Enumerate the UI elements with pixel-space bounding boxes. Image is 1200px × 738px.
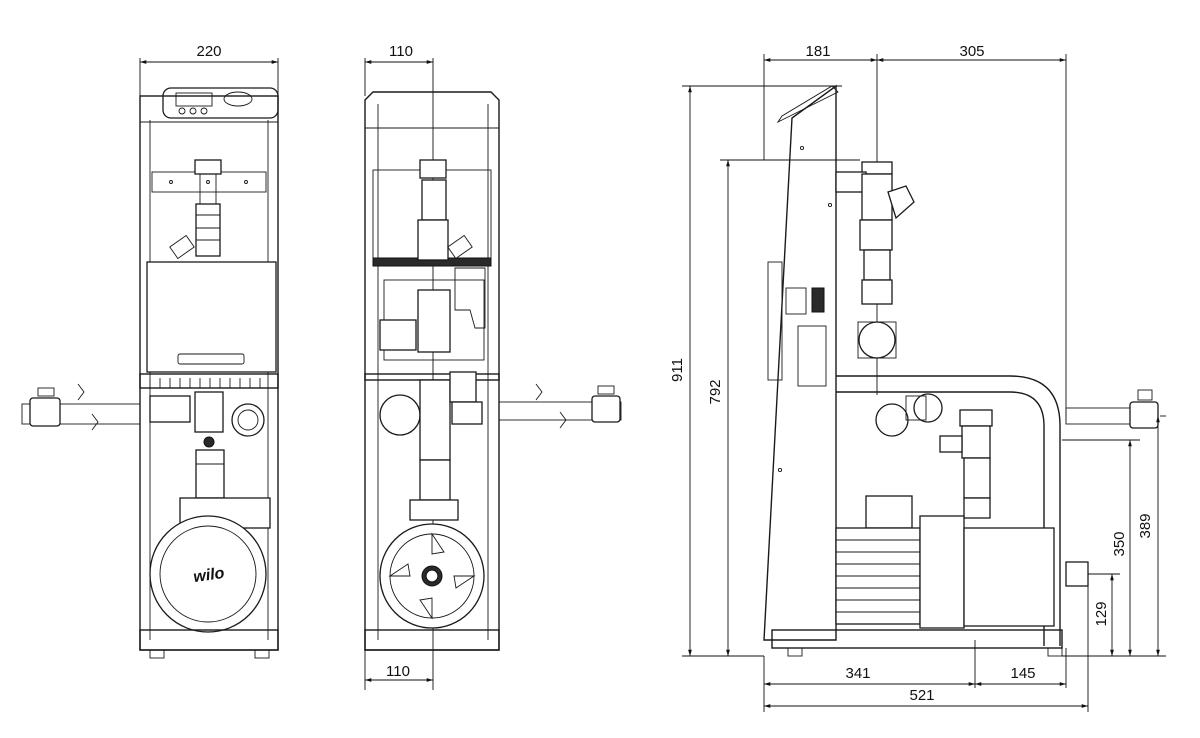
valve-body [194,391,224,433]
inlet-ball-valve [29,397,61,427]
pipe-fitting [194,159,222,175]
front-cover-panel [146,261,277,373]
inlet-stub [1065,561,1089,587]
profile-total-height-dimension: 911 [669,358,686,382]
profile-stub-height-dimension: 129 [1093,601,1110,626]
profile-bottom-left-dimension: 341 [845,665,870,682]
valve-body [417,289,451,353]
pump-column [195,449,225,499]
pressure-sensor [379,319,417,351]
profile-view: 181 305 911 792 [669,43,1166,712]
profile-inner-height-dimension: 792 [707,379,724,404]
solenoid-valve [449,371,477,403]
controller-button [189,107,197,115]
nonreturn-valve [149,395,191,423]
outlet-ball-valve [1129,401,1159,429]
front-view: 220 [21,43,279,659]
brand-logo: wilo [192,565,225,586]
front-width-dimension: 220 [196,43,221,60]
profile-cabinet [763,84,837,641]
pump-motor [149,515,267,633]
profile-bottom-right-dimension: 145 [1010,665,1035,682]
valve-body [195,203,221,257]
check-valve [858,321,896,359]
pump-housing [963,527,1055,627]
profile-top-left-dimension: 181 [805,43,830,60]
controller-button [178,107,186,115]
outlet-ball-valve [591,395,621,423]
profile-outlet-height-dimension: 389 [1137,513,1154,538]
controller-panel [776,85,839,124]
base-frame [771,629,1063,649]
cover-plate [767,261,783,381]
profile-bottom-total-dimension: 521 [909,687,934,704]
strainer [231,403,265,437]
y-strainer [861,173,893,221]
controller-dial [223,91,253,107]
side-top-dimension: 110 [389,43,413,60]
support-frame [836,375,1061,646]
controller-display [175,92,213,107]
controller-button [200,107,208,115]
strainer [379,394,421,436]
profile-pipe-height-dimension: 350 [1111,531,1128,556]
switch [811,287,825,313]
side-bottom-dimension: 110 [386,663,410,680]
side-view: 110 [364,43,622,690]
motor-terminal-box [865,495,913,529]
profile-top-right-dimension: 305 [959,43,984,60]
